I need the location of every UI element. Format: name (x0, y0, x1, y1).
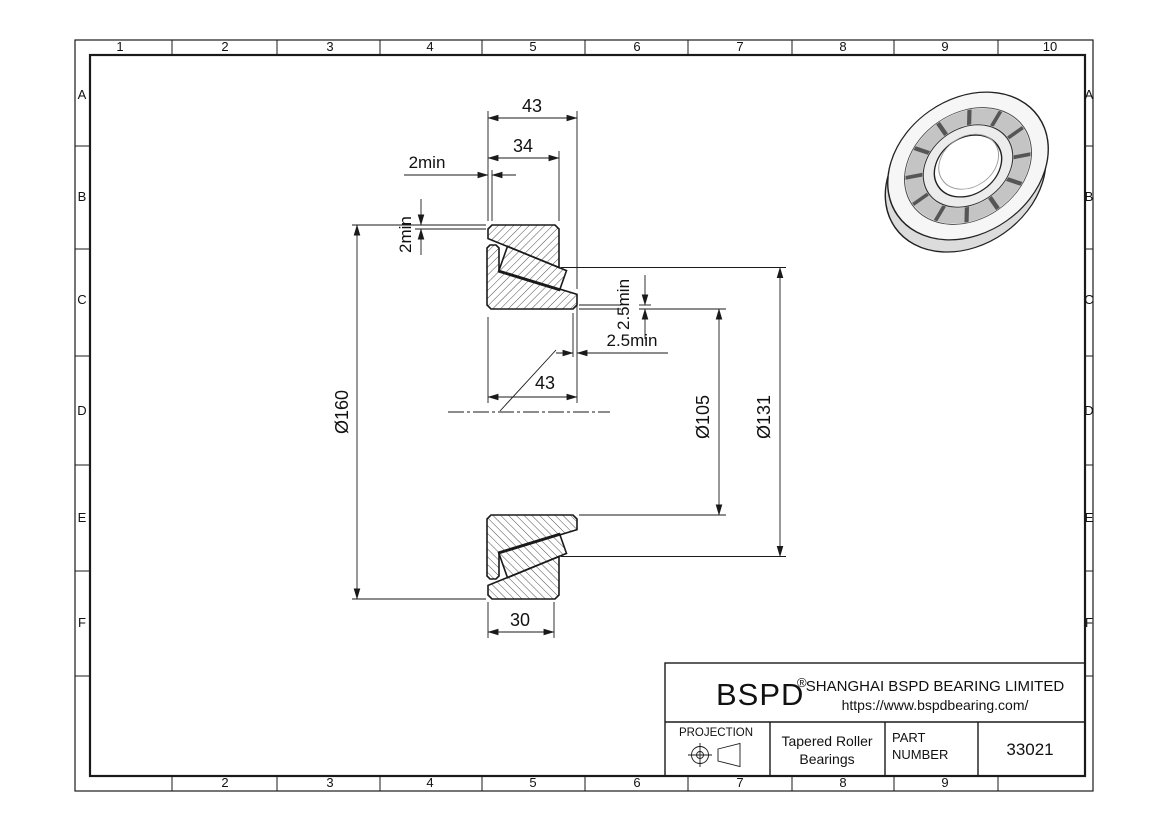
col-label: 9 (941, 39, 948, 54)
col-label: 7 (736, 39, 743, 54)
part-label-line2: NUMBER (892, 747, 948, 762)
dim-cup-small-inner-diameter: Ø131 (561, 266, 786, 558)
dim-back-width: 30 (487, 602, 555, 638)
dim-cone-chamfer-axial-text: 2.5min (606, 331, 657, 350)
col-label: 2 (221, 775, 228, 790)
col-label: 3 (326, 39, 333, 54)
company-website: https://www.bspdbearing.com/ (842, 697, 1029, 713)
dim-bore-diameter-text: Ø105 (693, 395, 713, 439)
iso-bearing-view (884, 91, 1049, 253)
dim-bore-diameter: Ø105 (579, 308, 726, 516)
row-label: F (78, 615, 86, 630)
row-label: B (78, 189, 87, 204)
dim-cone-chamfer-radial-text: 2.5min (614, 279, 633, 330)
section-top-half (486, 224, 578, 310)
apex-leader-line (499, 349, 557, 412)
cone-section (486, 244, 578, 310)
company-name: SHANGHAI BSPD BEARING LIMITED (806, 678, 1065, 695)
dim-total-width: 43 (487, 96, 578, 289)
dim-cup-chamfer-axial-text: 2min (409, 153, 446, 172)
part-number-value: 33021 (1006, 740, 1053, 759)
grid-ticks (75, 40, 1093, 791)
col-label: 1 (116, 39, 123, 54)
col-label: 6 (633, 775, 640, 790)
col-label: 8 (839, 39, 846, 54)
col-label: 6 (633, 39, 640, 54)
col-label: 5 (529, 775, 536, 790)
registered-mark: ® (797, 675, 807, 690)
section-bottom-half (486, 514, 578, 600)
col-label: 5 (529, 39, 536, 54)
border-frame: 1 2 3 4 5 6 7 8 9 10 2 3 4 5 6 7 8 9 A B… (74, 39, 1094, 792)
col-label: 4 (426, 39, 433, 54)
part-label-line1: PART (892, 730, 926, 745)
dim-cup-chamfer-radial-text: 2min (396, 216, 415, 253)
col-label: 3 (326, 775, 333, 790)
col-label: 8 (839, 775, 846, 790)
dim-cup-width-text: 34 (513, 136, 533, 156)
row-label: E (1085, 510, 1094, 525)
dim-cup-chamfer-radial: 2min (396, 199, 486, 255)
inner-border (88, 53, 1087, 778)
row-label: B (1085, 189, 1094, 204)
col-label: 7 (736, 775, 743, 790)
row-label: F (1085, 615, 1093, 630)
row-label: E (78, 510, 87, 525)
dim-back-width-text: 30 (510, 610, 530, 630)
dim-cone-width: 43 (487, 299, 578, 403)
dim-outer-diameter: Ø160 (332, 224, 486, 600)
dim-cup-small-inner-diameter-text: Ø131 (754, 395, 774, 439)
bore-shadow-edge (938, 133, 1000, 190)
row-label: C (77, 292, 86, 307)
row-label: C (1084, 292, 1093, 307)
row-label: A (78, 87, 87, 102)
dim-cone-chamfer-axial: 2.5min (556, 313, 668, 357)
grid-labels: 1 2 3 4 5 6 7 8 9 10 2 3 4 5 6 7 8 9 A B… (77, 39, 1093, 790)
dimensions: 43 34 2min 2min Ø160 (332, 96, 786, 638)
title-block: BSPD ® SHANGHAI BSPD BEARING LIMITED htt… (664, 662, 1086, 777)
title-block-border (664, 662, 1086, 777)
row-label: A (1085, 87, 1094, 102)
projection-label: PROJECTION (679, 727, 753, 739)
outer-raceway-edge (904, 107, 1032, 225)
dim-outer-diameter-text: Ø160 (332, 390, 352, 434)
row-label: D (77, 403, 86, 418)
cup-section (487, 224, 560, 269)
dim-total-width-text: 43 (522, 96, 542, 116)
product-name-line1: Tapered Roller (781, 733, 872, 749)
col-label: 2 (221, 39, 228, 54)
dim-cup-chamfer-axial: 2min (404, 153, 516, 221)
first-angle-projection-icon (688, 742, 741, 768)
outer-border (74, 39, 1094, 792)
col-label: 9 (941, 775, 948, 790)
col-label: 10 (1043, 39, 1057, 54)
col-label: 4 (426, 775, 433, 790)
iso-rollers (905, 109, 1031, 223)
dim-cone-width-text: 43 (535, 373, 555, 393)
row-label: D (1084, 403, 1093, 418)
dim-cone-chamfer-radial: 2.5min (579, 275, 651, 339)
brand-logo-text: BSPD (716, 677, 804, 712)
product-name-line2: Bearings (799, 751, 854, 767)
dim-cup-width: 34 (487, 136, 560, 221)
bearing-section-view (448, 224, 610, 600)
